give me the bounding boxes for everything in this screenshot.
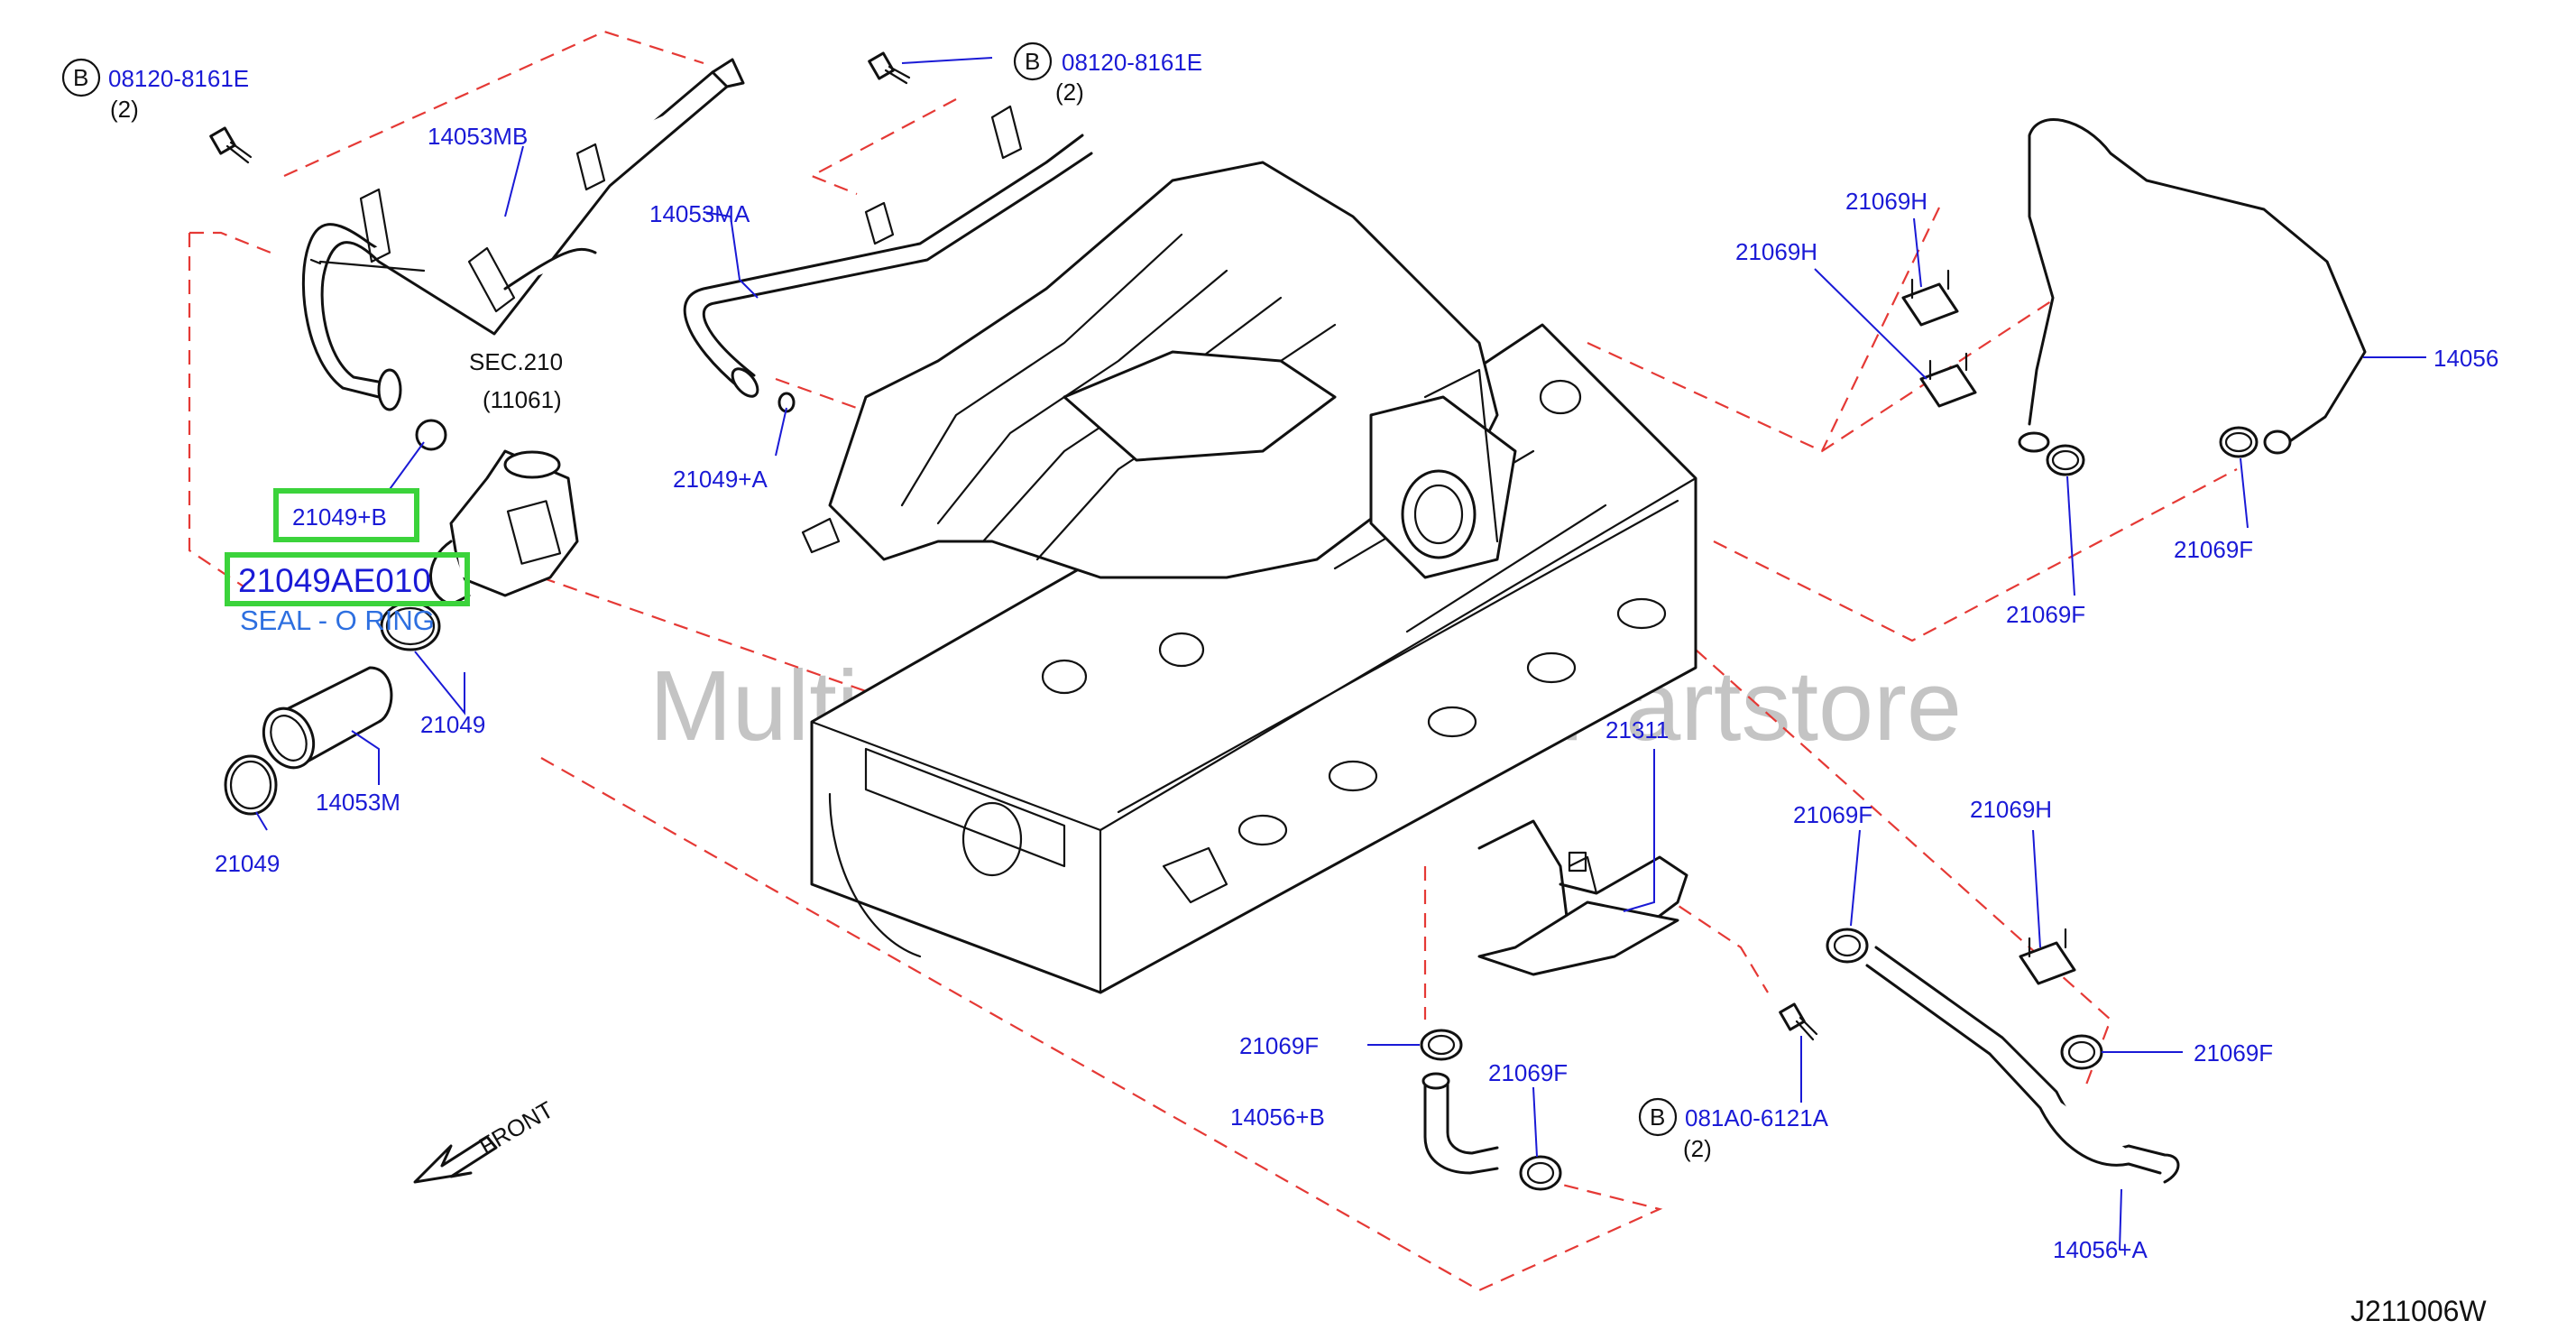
bolt-tl-prefix: B: [73, 64, 88, 91]
highlighted-part-number[interactable]: 21049AE010: [238, 562, 431, 599]
diagram-code: J211006W: [2351, 1295, 2487, 1327]
part-label-21069h-right[interactable]: 21069H: [1970, 796, 2052, 823]
front-arrow-icon: [413, 1135, 498, 1184]
clamp-21069f-low2-icon: [1519, 1155, 1562, 1191]
clamp-21069f-low3-icon: [2060, 1034, 2103, 1070]
highlight-box-21049b: [273, 488, 419, 542]
part-label-21069f-r1[interactable]: 21069F: [2006, 601, 2085, 628]
part-label-21069f-low3[interactable]: 21069F: [2194, 1039, 2273, 1067]
part-label-21069h-left[interactable]: 21069H: [1735, 238, 1817, 265]
clip-21069h-right-icon: [2019, 928, 2076, 985]
bolt-tl-part-number[interactable]: 08120-8161E: [108, 65, 249, 92]
leader-lines: [255, 57, 2426, 1251]
part-label-14053mb[interactable]: 14053MB: [428, 123, 528, 150]
part-label-14053m[interactable]: 14053M: [316, 789, 400, 816]
bolt-tc-prefix: B: [1025, 48, 1040, 75]
clamp-21069f-r2-icon: [2219, 426, 2259, 458]
bolt-bottom-right: [1779, 1002, 1818, 1041]
water-pipe-14053ma: [683, 105, 1093, 398]
front-label: FRONT: [474, 1095, 558, 1159]
clamp-21069f-r1-icon: [2046, 444, 2085, 476]
hose-14056a: [1865, 946, 2180, 1184]
bolt-top-center: [868, 51, 911, 85]
clip-21069h-top-icon: [1901, 269, 1959, 327]
part-label-21049-lower[interactable]: 21049: [215, 850, 280, 877]
oring-21049-lower-icon: [224, 754, 278, 816]
bolt-br-quantity: (2): [1683, 1135, 1712, 1162]
bolt-br-callout-icon: [1638, 1097, 1678, 1137]
bolt-tc-callout-icon: [1013, 42, 1053, 81]
intake-manifold: [801, 161, 1517, 579]
section-reference: SEC.210: [469, 348, 563, 375]
bolt-top-left: [209, 126, 253, 164]
part-label-21049a[interactable]: 21049+A: [673, 466, 768, 493]
part-label-21311[interactable]: 21311: [1605, 716, 1669, 743]
bolt-tl-callout-icon: [61, 58, 101, 97]
highlighted-part-description: SEAL - O RING: [240, 605, 435, 636]
water-outlet-housing: [429, 449, 579, 606]
highlight-box-21049ae010: [225, 552, 470, 606]
hose-14056: [2018, 118, 2367, 455]
part-label-21069f-low1[interactable]: 21069F: [1239, 1032, 1319, 1059]
part-label-14056a[interactable]: 14056+A: [2053, 1236, 2148, 1263]
part-label-21069h-top[interactable]: 21069H: [1845, 188, 1927, 215]
bolt-tc-part-number[interactable]: 08120-8161E: [1062, 49, 1202, 76]
part-label-21069f-r2[interactable]: 21069F: [2174, 536, 2253, 563]
hose-14056b: [1421, 1072, 1499, 1175]
water-pipe-sleeve-14053m: [262, 666, 393, 770]
part-label-21069f-low2[interactable]: 21069F: [1488, 1059, 1568, 1086]
bolt-br-part-number[interactable]: 081A0-6121A: [1685, 1104, 1829, 1131]
part-label-14056[interactable]: 14056: [2433, 345, 2498, 372]
bolt-tc-quantity: (2): [1055, 78, 1084, 106]
bolt-tl-quantity: (2): [110, 96, 139, 123]
bolt-br-prefix: B: [1650, 1104, 1665, 1131]
part-label-14053ma[interactable]: 14053MA: [649, 200, 750, 227]
water-pipe-14053mb: [301, 58, 745, 411]
part-label-21069f-mid[interactable]: 21069F: [1793, 801, 1872, 828]
part-label-21049-upper[interactable]: 21049: [420, 711, 485, 738]
bracket-21311: [1477, 819, 1688, 976]
clamp-21069f-mid-icon: [1826, 928, 1869, 964]
clip-21069h-left-icon: [1919, 352, 1977, 408]
part-label-21049b[interactable]: 21049+B: [292, 503, 387, 531]
section-part-reference: (11061): [483, 386, 562, 413]
clamp-21069f-low1-icon: [1420, 1029, 1463, 1061]
part-label-14056b[interactable]: 14056+B: [1230, 1104, 1325, 1131]
